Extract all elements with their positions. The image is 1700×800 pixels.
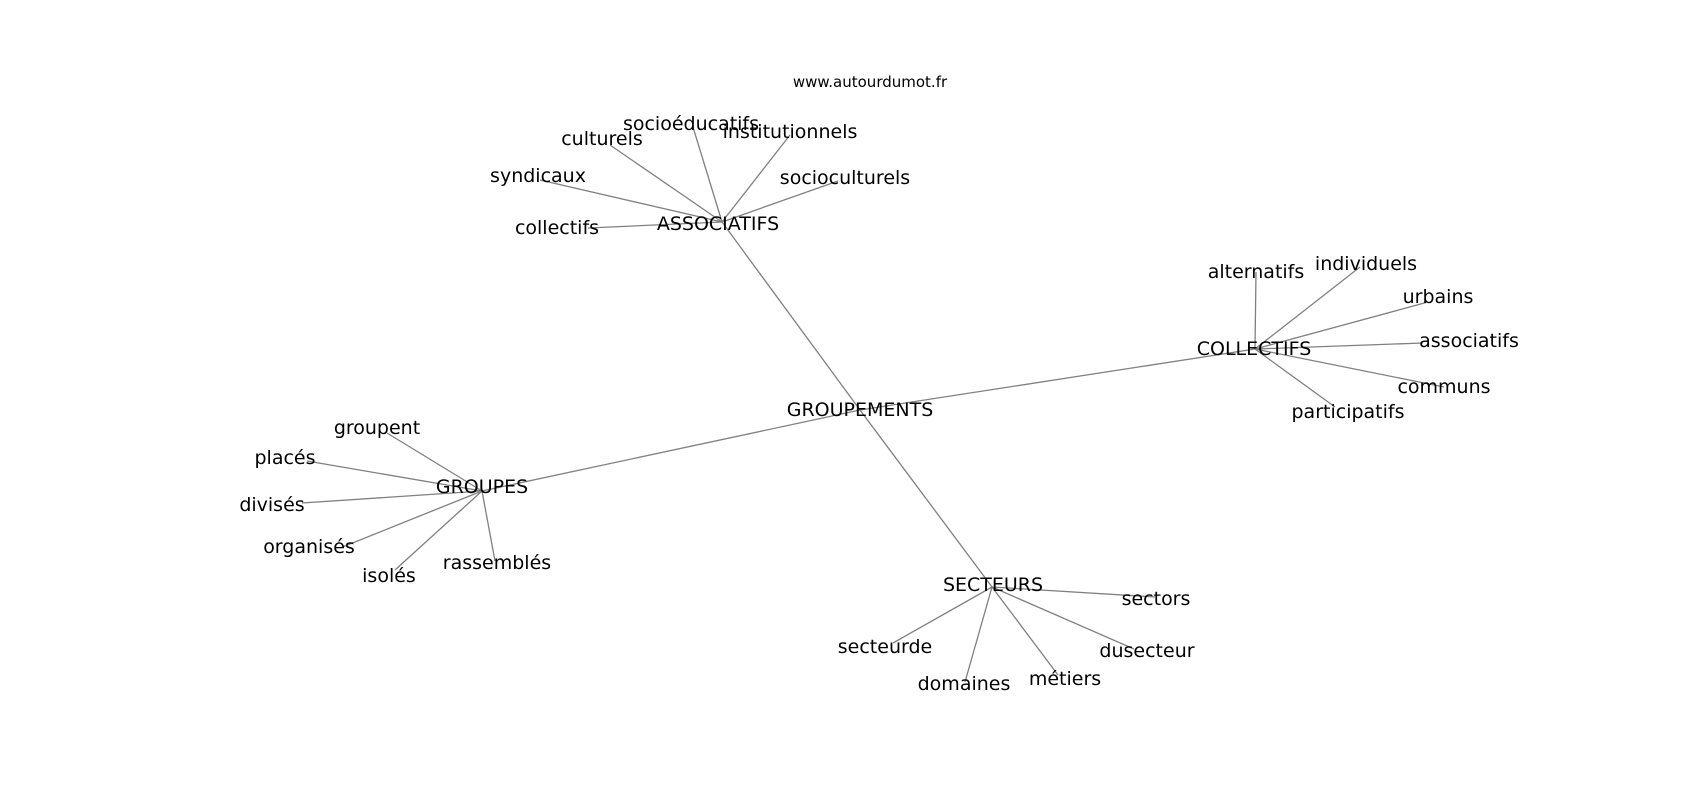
edge-collectifs-word <box>1254 301 1429 350</box>
cluster-word-associatifs[interactable]: ASSOCIATIFS <box>657 213 779 235</box>
leaf-word[interactable]: alternatifs <box>1208 261 1305 283</box>
edge-secteurs-word <box>991 586 1156 598</box>
leaf-word[interactable]: groupent <box>334 417 420 439</box>
leaf-word[interactable]: placés <box>254 447 315 469</box>
edge-groupes-word <box>339 490 483 549</box>
leaf-word[interactable]: participatifs <box>1292 401 1405 423</box>
leaf-word[interactable]: rassemblés <box>443 552 551 574</box>
leaf-word[interactable]: métiers <box>1029 668 1101 690</box>
edge-groupes-word <box>394 490 483 571</box>
leaf-word[interactable]: organisés <box>263 536 355 558</box>
edge-collectifs-word <box>1254 348 1445 388</box>
leaf-word[interactable]: urbains <box>1403 286 1474 308</box>
edge-center-collectifs <box>859 348 1256 411</box>
leaf-word[interactable]: socioculturels <box>780 167 910 189</box>
cluster-word-secteurs[interactable]: SECTEURS <box>943 574 1043 596</box>
leaf-word[interactable]: sectors <box>1122 588 1191 610</box>
edge-secteurs-word <box>991 586 1135 650</box>
leaf-word[interactable]: domaines <box>918 673 1011 695</box>
edge-center-groupes <box>481 409 861 492</box>
edge-secteurs-word <box>892 586 993 644</box>
edge-collectifs-word <box>1254 271 1257 350</box>
leaf-word[interactable]: culturels <box>561 128 643 150</box>
edge-associatifs-word <box>721 180 839 223</box>
leaf-word[interactable]: socioéducatifs <box>623 113 759 135</box>
edge-groupes-word <box>481 490 496 562</box>
edge-associatifs-word <box>609 144 723 223</box>
edges-layer <box>301 126 1445 683</box>
edge-associatifs-word <box>587 221 723 229</box>
edge-collectifs-word <box>1254 348 1336 408</box>
edge-associatifs-word <box>539 179 723 223</box>
edge-center-associatifs <box>721 221 861 411</box>
leaf-word[interactable]: dusecteur <box>1099 640 1194 662</box>
center-word[interactable]: GROUPEMENTS <box>787 399 934 421</box>
edge-center-secteurs <box>859 409 993 588</box>
leaf-word[interactable]: associatifs <box>1419 330 1519 352</box>
leaf-word[interactable]: syndicaux <box>490 165 586 187</box>
edge-secteurs-word <box>991 586 1059 676</box>
leaf-word[interactable]: institutionnels <box>723 121 858 143</box>
edge-secteurs-word <box>964 586 993 683</box>
edge-groupes-word <box>306 460 483 492</box>
leaf-word[interactable]: communs <box>1397 376 1490 398</box>
labels-layer: GROUPEMENTS ASSOCIATIFS socioéducatifscult… <box>239 113 1519 695</box>
edge-groupes-word <box>386 432 483 492</box>
leaf-word[interactable]: divisés <box>239 494 304 516</box>
edge-groupes-word <box>301 490 483 504</box>
leaf-word[interactable]: collectifs <box>515 217 599 239</box>
cluster-word-collectifs[interactable]: COLLECTIFS <box>1197 338 1312 360</box>
edge-associatifs-word <box>692 126 723 223</box>
cluster-word-groupes[interactable]: GROUPES <box>436 476 528 498</box>
edge-collectifs-word <box>1254 266 1361 350</box>
edge-associatifs-word <box>721 134 791 223</box>
site-url: www.autourdumot.fr <box>793 73 948 91</box>
edge-collectifs-word <box>1254 342 1424 350</box>
leaf-word[interactable]: individuels <box>1315 253 1417 275</box>
leaf-word[interactable]: secteurde <box>838 636 932 658</box>
leaf-word[interactable]: isolés <box>362 565 416 587</box>
